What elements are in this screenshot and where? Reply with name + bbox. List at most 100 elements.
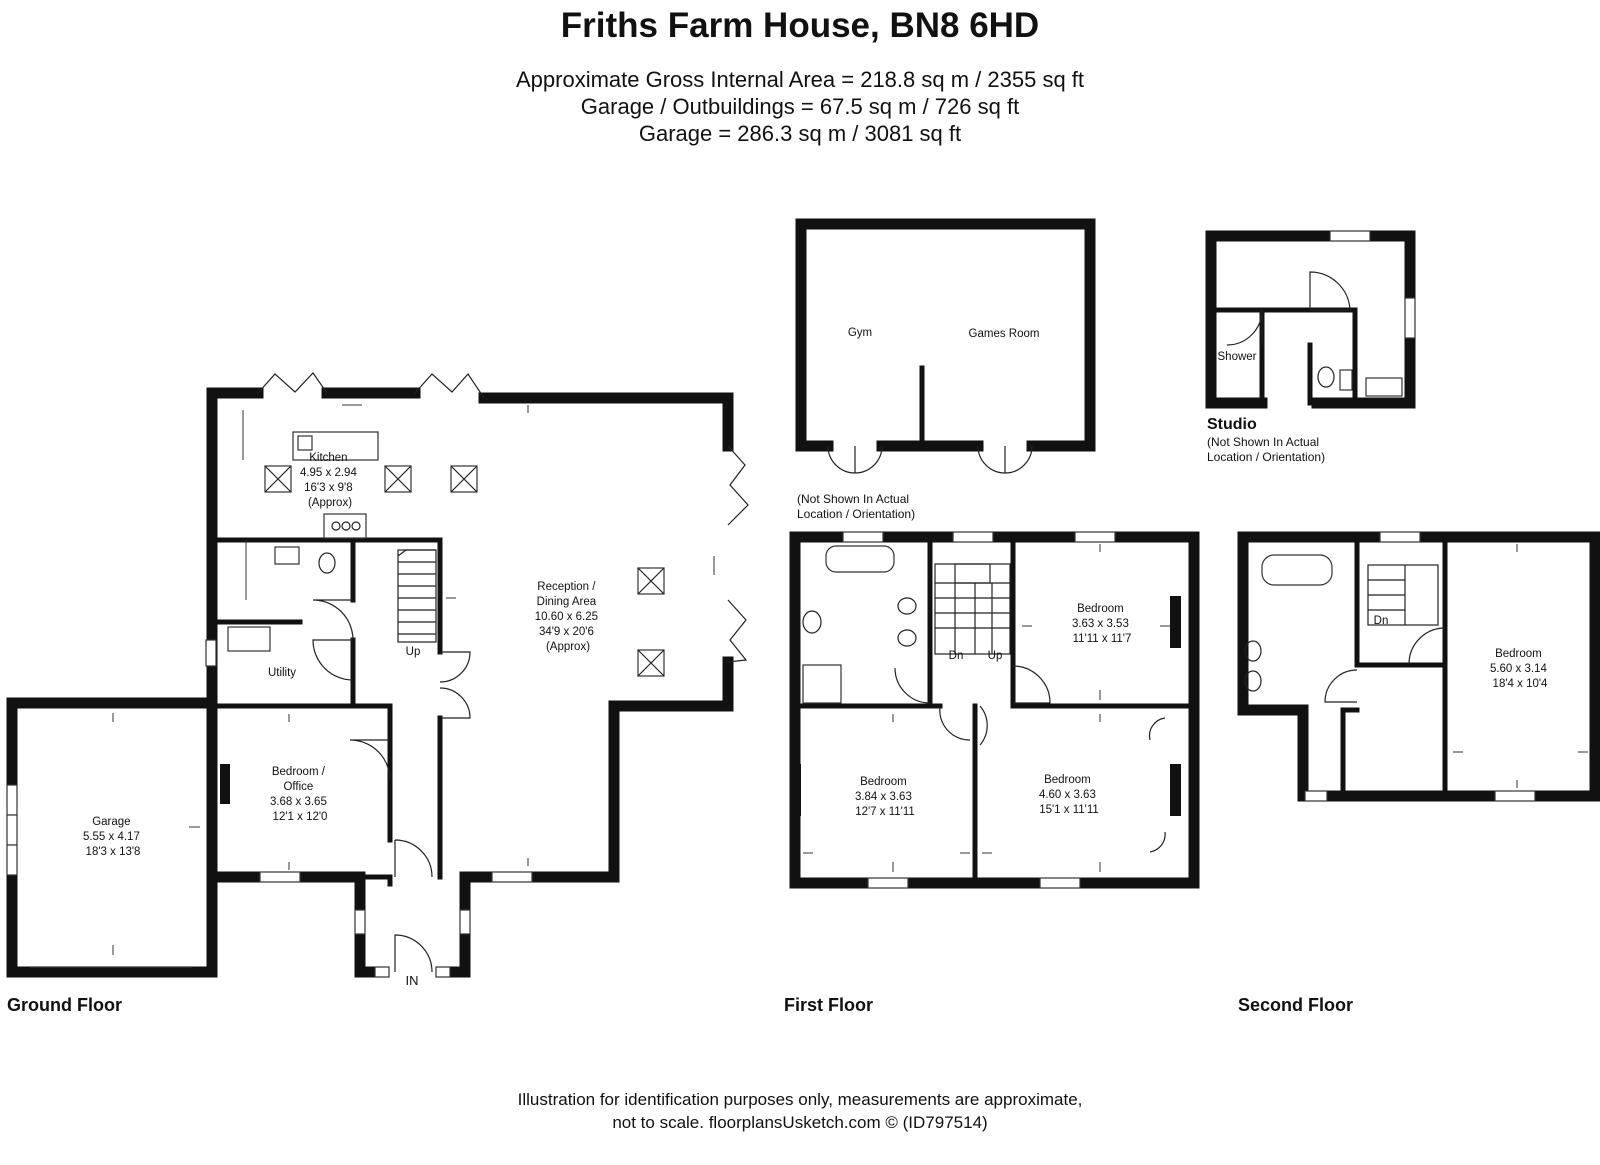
second-floor-plan: Bedroom 5.60 x 3.14 18'4 x 10'4 Dn xyxy=(1237,531,1600,802)
reception-double-door[interactable] xyxy=(439,651,471,719)
studio-door[interactable] xyxy=(1309,271,1351,311)
kitchen-sink-icon xyxy=(297,435,313,451)
first-floor-plan: Bedroom 3.63 x 3.53 11'11 x 11'7 Bedroom… xyxy=(789,531,1200,889)
office-door[interactable] xyxy=(349,739,391,781)
cloak-wc-icon xyxy=(318,552,336,574)
hall-door[interactable] xyxy=(312,639,354,681)
outbuilding-note: (Not Shown In Actual Location / Orientat… xyxy=(797,492,915,521)
first-window-bath xyxy=(842,531,884,543)
garage-label: Garage 5.55 x 4.17 18'3 x 13'8 xyxy=(83,816,143,858)
area-summary: Approximate Gross Internal Area = 218.8 … xyxy=(0,66,1600,147)
studio-basin-icon xyxy=(1339,369,1353,391)
kitchen-label: Kitchen 4.95 x 2.94 16'3 x 9'8 (Approx) xyxy=(300,452,360,509)
shower-label: Shower xyxy=(1218,351,1257,363)
second-window-north xyxy=(1379,531,1421,543)
porch-sidelight-east xyxy=(435,966,451,978)
gym-french-doors[interactable] xyxy=(827,445,883,474)
disclaimer: Illustration for identification purposes… xyxy=(0,1088,1600,1134)
rooflights xyxy=(264,465,665,677)
first-stairs-dn-label: Dn xyxy=(949,650,964,662)
second-floor-label: Second Floor xyxy=(1238,995,1353,1015)
studio-window-north xyxy=(1329,230,1371,242)
entrance-label: IN xyxy=(406,973,419,988)
kitchen-hob-icon xyxy=(323,513,367,539)
garage-window-2 xyxy=(6,814,18,846)
first-bed-c-door[interactable] xyxy=(979,705,988,746)
first-wardrobe-doors[interactable] xyxy=(1148,717,1166,853)
utility-label: Utility xyxy=(268,667,296,679)
area-line-gross: Approximate Gross Internal Area = 218.8 … xyxy=(515,67,1085,92)
porch-window-west xyxy=(354,909,366,935)
utility-window xyxy=(205,639,217,667)
first-stairs xyxy=(934,563,1011,655)
studio-note: (Not Shown In Actual Location / Orientat… xyxy=(1207,435,1325,464)
ground-floor-plan: Kitchen 4.95 x 2.94 16'3 x 9'8 (Approx) … xyxy=(6,372,749,988)
second-bath-door[interactable] xyxy=(1324,669,1358,703)
first-basin-icon xyxy=(802,610,822,634)
ground-stairs xyxy=(397,549,437,643)
reception-bifold-door-north[interactable] xyxy=(414,373,485,399)
front-door[interactable] xyxy=(394,934,433,973)
studio-wc-icon xyxy=(1317,366,1335,388)
first-wc-icon xyxy=(897,597,917,615)
garage-window-3 xyxy=(6,844,18,876)
shower-door[interactable] xyxy=(1226,309,1263,346)
ground-outer-wall-east xyxy=(444,656,734,978)
second-window-south xyxy=(1494,790,1536,802)
second-window-south-west xyxy=(1304,790,1328,802)
studio-walls xyxy=(1205,230,1416,409)
ground-stairs-up-label: Up xyxy=(406,646,421,658)
first-bath-door[interactable] xyxy=(894,667,931,704)
first-chimney-west xyxy=(790,764,801,816)
second-basin-1-icon xyxy=(1244,640,1262,662)
kitchen-bifold-door[interactable] xyxy=(257,372,328,394)
first-window-bed-a xyxy=(1074,531,1116,543)
reception-window xyxy=(491,871,533,883)
utility-sink-icon xyxy=(227,626,271,652)
studio-plan: Shower Studio (Not Shown In Actual Locat… xyxy=(1205,230,1416,464)
dimension-arrows-first xyxy=(803,544,1170,872)
office-label: Bedroom / Office 3.68 x 3.65 12'1 x 12'0 xyxy=(270,766,330,823)
office-window xyxy=(259,871,301,883)
second-basin-2-icon xyxy=(1244,670,1262,692)
plan-title: Friths Farm House, BN8 6HD xyxy=(560,6,1040,45)
ground-outer-wall-north xyxy=(478,392,734,452)
gym-label: Gym xyxy=(848,327,872,339)
reception-bifold-door-east-1[interactable] xyxy=(727,445,749,526)
disclaimer-line-2: not to scale. floorplansUsketch.com © (I… xyxy=(612,1113,988,1132)
disclaimer-line-1: Illustration for identification purposes… xyxy=(517,1090,1083,1109)
outbuilding-walls xyxy=(795,218,1096,452)
second-bed-door[interactable] xyxy=(1408,627,1446,665)
ground-floor-label: Ground Floor xyxy=(7,995,122,1015)
studio-hob-icon xyxy=(1365,377,1403,397)
first-window-bed-c xyxy=(1039,877,1081,889)
first-bed-a-label: Bedroom 3.63 x 3.53 11'11 x 11'7 xyxy=(1072,603,1132,645)
first-bidet-icon xyxy=(897,629,917,647)
first-bed-b-door[interactable] xyxy=(939,705,971,741)
office-chimney xyxy=(220,764,230,804)
first-window-bed-b xyxy=(867,877,909,889)
first-bed-a-door[interactable] xyxy=(1012,665,1051,704)
first-shower-icon xyxy=(802,664,842,704)
first-bath-tub-icon xyxy=(825,545,895,573)
reception-bifold-door-east-2[interactable] xyxy=(727,599,748,663)
porch-sidelight-west xyxy=(374,966,390,978)
games-room-label: Games Room xyxy=(969,328,1040,340)
area-line-garage: Garage = 286.3 sq m / 3081 sq ft xyxy=(638,121,962,146)
second-bed-label: Bedroom 5.60 x 3.14 18'4 x 10'4 xyxy=(1490,648,1550,690)
first-floor-label: First Floor xyxy=(784,995,873,1015)
reception-label: Reception / Dining Area 10.60 x 6.25 34'… xyxy=(535,581,602,653)
first-chimney-east-2 xyxy=(1170,764,1181,816)
games-french-doors[interactable] xyxy=(977,445,1033,474)
dimension-arrows-second xyxy=(1453,544,1588,788)
second-stairs xyxy=(1367,564,1439,626)
first-bed-b-label: Bedroom 3.84 x 3.63 12'7 x 11'11 xyxy=(855,776,915,818)
cloak-basin-icon xyxy=(274,546,300,565)
utility-door[interactable] xyxy=(312,599,354,641)
second-floor-outer-walls xyxy=(1237,531,1600,802)
dimension-arrows-ground xyxy=(112,404,715,955)
outbuilding-plan: Gym Games Room (Not Shown In Actual Loca… xyxy=(795,218,1096,521)
porch-inner-door[interactable] xyxy=(394,839,433,878)
first-chimney-east-1 xyxy=(1170,596,1181,648)
